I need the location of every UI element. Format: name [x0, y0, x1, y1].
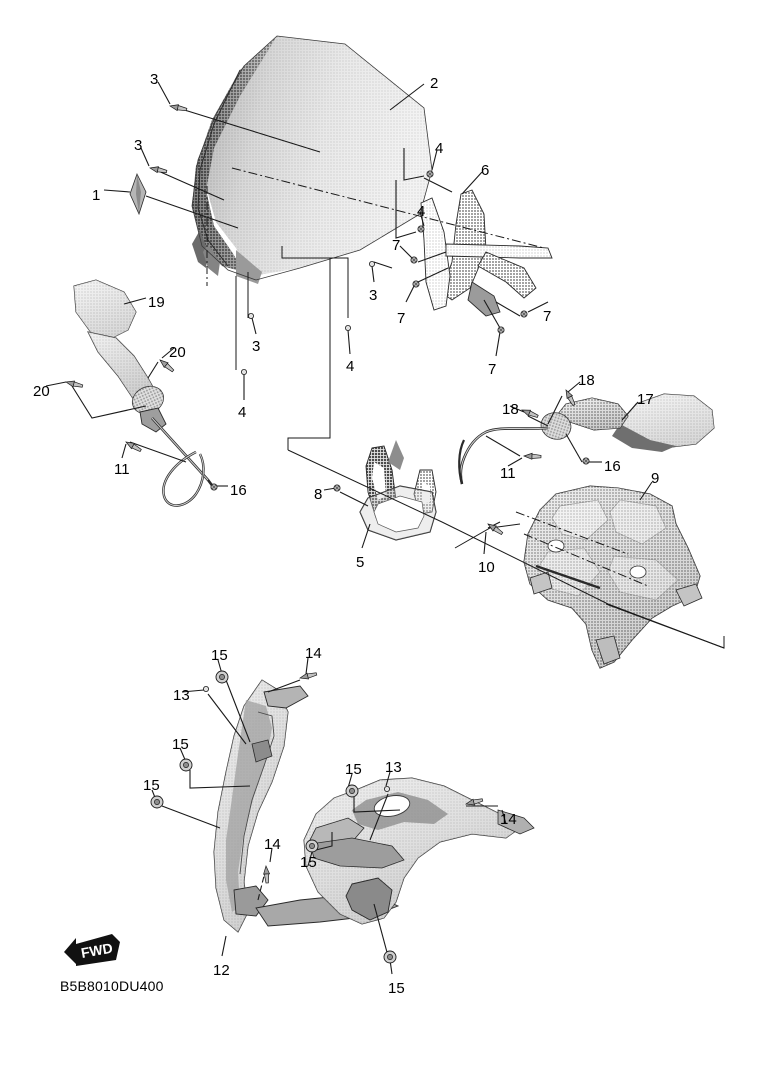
callout-19: 19 — [148, 294, 165, 311]
grommet-15 — [215, 670, 229, 684]
bolt-7 — [520, 310, 528, 318]
callout-16: 16 — [604, 458, 621, 475]
callout-8: 8 — [314, 486, 323, 503]
callout-20: 20 — [169, 344, 186, 361]
part-left-mirror — [73, 279, 216, 507]
bolt-4 — [426, 170, 434, 178]
callout-6: 6 — [481, 162, 490, 179]
callout-15: 15 — [172, 736, 189, 753]
part-windscreen-stay — [420, 189, 553, 317]
clip-3 — [149, 164, 168, 175]
clip-13 — [202, 686, 210, 692]
part-right-mirror — [458, 393, 715, 485]
callout-4: 4 — [346, 358, 355, 375]
part-windscreen — [191, 35, 433, 284]
callout-18: 18 — [502, 401, 519, 418]
callout-15: 15 — [300, 854, 317, 871]
callout-4: 4 — [238, 404, 247, 421]
part-right-inner-cowl — [303, 777, 535, 925]
callout-18: 18 — [578, 372, 595, 389]
clip-4 — [240, 368, 248, 376]
clip-3 — [368, 260, 376, 268]
callout-12: 12 — [213, 962, 230, 979]
callout-11: 11 — [114, 461, 130, 478]
part-emblem — [129, 172, 147, 216]
callout-7: 7 — [488, 361, 497, 378]
callout-15: 15 — [211, 647, 228, 664]
callout-15: 15 — [143, 777, 160, 794]
bolt-7 — [497, 326, 505, 334]
clip-13 — [383, 786, 391, 792]
part-number-label: B5B8010DU400 — [60, 978, 164, 994]
callout-7: 7 — [392, 237, 401, 254]
callout-7: 7 — [397, 310, 406, 327]
callout-11: 11 — [500, 465, 516, 482]
clip-3 — [247, 312, 255, 320]
callout-13: 13 — [173, 687, 190, 704]
bolt-14 — [298, 670, 318, 682]
callout-14: 14 — [305, 645, 322, 662]
fwd-arrow-icon: FWD — [64, 934, 120, 966]
callout-10: 10 — [478, 559, 495, 576]
grommet-15 — [150, 795, 164, 809]
callout-3: 3 — [252, 338, 261, 355]
grommet-15 — [345, 784, 359, 798]
center-lines — [231, 167, 649, 587]
callout-4: 4 — [417, 203, 426, 220]
svg-text:FWD: FWD — [80, 940, 114, 961]
leader-lines — [45, 81, 653, 975]
part-frame — [523, 485, 703, 669]
bolt-7 — [412, 280, 420, 288]
part-left-inner-cowl — [213, 679, 400, 933]
callout-14: 14 — [264, 836, 281, 853]
callout-3: 3 — [369, 287, 378, 304]
bolt-14 — [262, 865, 271, 884]
grommet-15 — [305, 839, 319, 853]
part-center-bracket — [359, 440, 437, 541]
callout-17: 17 — [637, 391, 654, 408]
callout-2: 2 — [430, 75, 439, 92]
callout-15: 15 — [345, 761, 362, 778]
callout-15: 15 — [388, 980, 405, 997]
callout-9: 9 — [651, 470, 660, 487]
bolt-16 — [210, 483, 218, 491]
clip-3 — [169, 102, 188, 113]
assembly-guide-lines — [206, 186, 725, 649]
screw-20 — [64, 378, 84, 390]
bolt-7 — [410, 256, 418, 264]
callout-20: 20 — [33, 383, 50, 400]
callout-3: 3 — [134, 137, 143, 154]
clamp-11 — [523, 452, 542, 460]
bolt-4 — [417, 225, 425, 233]
callout-14: 14 — [500, 811, 517, 828]
callout-7: 7 — [543, 308, 552, 325]
screw-8 — [333, 484, 341, 492]
clip-4 — [344, 324, 352, 332]
callout-13: 13 — [385, 759, 402, 776]
callout-5: 5 — [356, 554, 365, 571]
callout-16: 16 — [230, 482, 247, 499]
callout-3: 3 — [150, 71, 159, 88]
bolt-16 — [582, 457, 590, 465]
grommet-15 — [383, 950, 397, 964]
callout-4: 4 — [435, 140, 444, 157]
clamp-11 — [124, 439, 143, 454]
callout-1: 1 — [92, 187, 101, 204]
grommet-15 — [179, 758, 193, 772]
